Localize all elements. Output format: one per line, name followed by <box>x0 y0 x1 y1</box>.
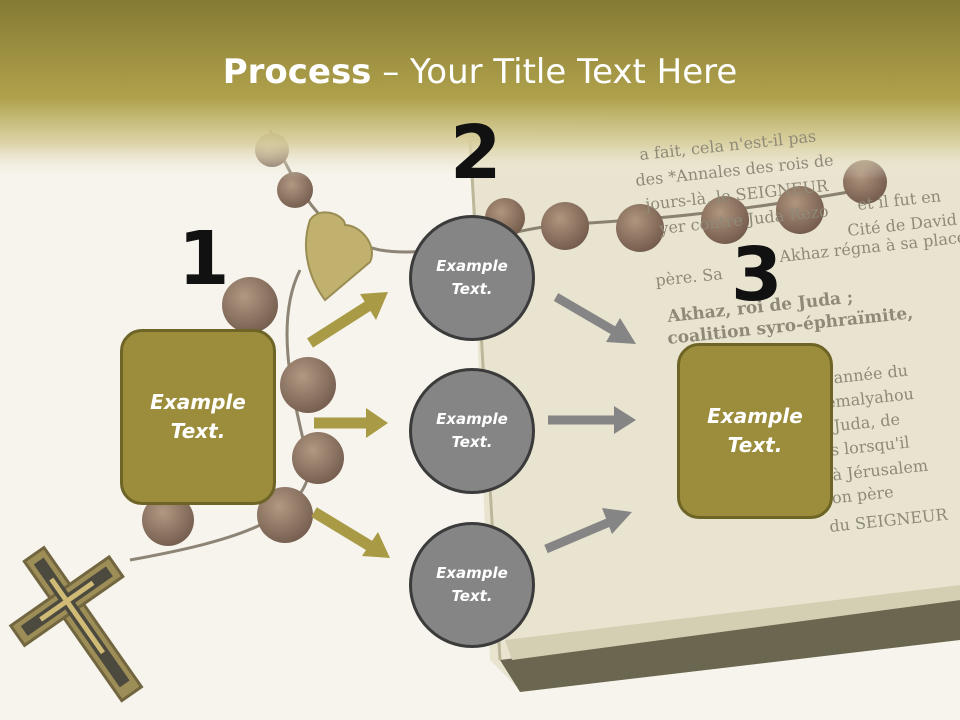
circle-middle-text: Example Text. <box>436 410 508 451</box>
title-rest: – Your Title Text Here <box>371 52 738 92</box>
header-band <box>0 0 960 180</box>
circle-top: Example Text. <box>409 215 535 341</box>
arrow-2-to-3-bottom <box>544 508 632 554</box>
arrow-2-to-3-top <box>553 293 636 344</box>
step-3-box: Example Text. <box>677 343 833 519</box>
step-number-3: 3 <box>731 232 783 318</box>
arrow-1-to-2-middle <box>314 408 388 438</box>
arrow-1-to-2-bottom <box>311 507 390 558</box>
circle-bottom: Example Text. <box>409 522 535 648</box>
step-1-box: Example Text. <box>120 329 276 505</box>
circle-top-text: Example Text. <box>436 257 508 298</box>
step-3-text: Example Text. <box>707 404 803 457</box>
step-1-text: Example Text. <box>150 390 246 443</box>
step-number-2: 2 <box>450 110 502 196</box>
arrow-1-to-2-top <box>307 292 388 348</box>
slide-title: Process – Your Title Text Here <box>0 52 960 92</box>
step-number-1: 1 <box>178 216 230 302</box>
arrow-2-to-3-middle <box>548 406 636 434</box>
circle-bottom-text: Example Text. <box>436 564 508 605</box>
title-bold: Process <box>222 52 372 92</box>
circle-middle: Example Text. <box>409 368 535 494</box>
